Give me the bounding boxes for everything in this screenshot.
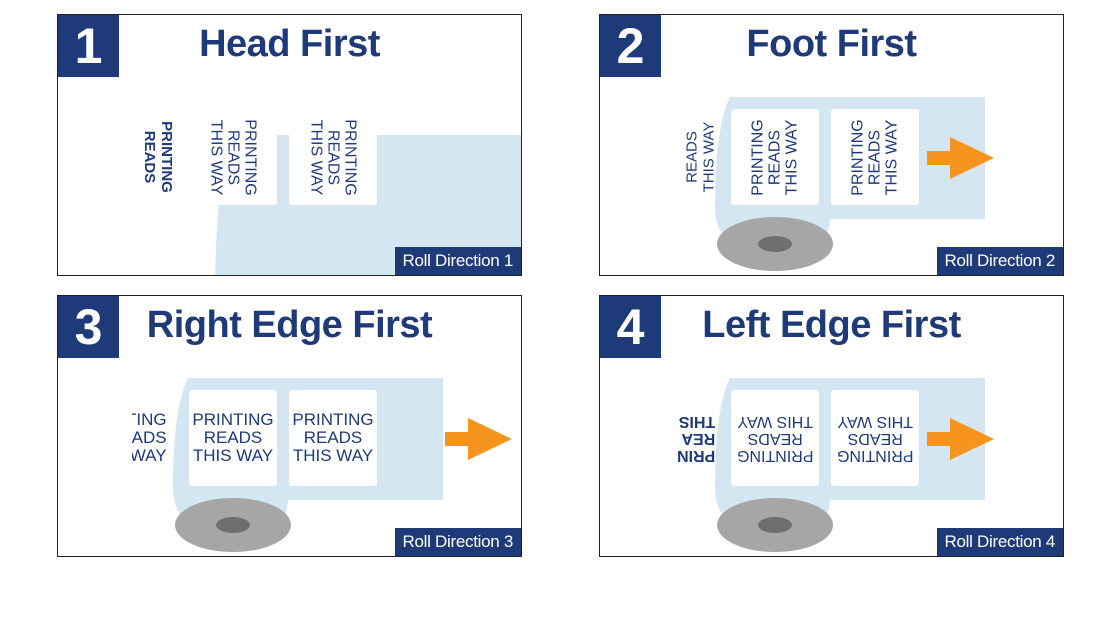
panel-title: Right Edge First: [146, 304, 433, 346]
panel-foot-first: 2 Foot First READS THIS WAY PRINTING REA…: [599, 14, 1064, 276]
label-2: PRINTING READS THIS WAY: [831, 109, 919, 205]
panel-title: Foot First: [746, 23, 917, 65]
edge-text: READS THIS WAY: [683, 121, 717, 193]
roll-edge-label: TING ADS WAY: [132, 392, 176, 484]
roll-edge-label: PRIN REA THIS: [674, 392, 718, 484]
label-text: PRINTING READS THIS WAY: [307, 118, 359, 196]
panel-number: 1: [58, 15, 119, 77]
roll-core-hole: [758, 517, 792, 533]
panel-number: 2: [600, 15, 661, 77]
edge-text: PRIN REA THIS: [676, 412, 716, 464]
label-text: PRINTING READS THIS WAY: [849, 118, 901, 196]
panel-right-edge-first: 3 Right Edge First TING ADS WAY PRINTING…: [57, 295, 522, 557]
arrow-icon: [927, 418, 994, 460]
roll-direction-badge: Roll Direction 4: [936, 528, 1063, 556]
edge-text: PRINTING READS: [141, 121, 176, 193]
edge-text: TING ADS WAY: [132, 410, 167, 465]
label-text: PRINTING READS THIS WAY: [736, 412, 814, 464]
roll-core-hole: [758, 236, 792, 252]
label-text: PRINTING READS THIS WAY: [749, 118, 801, 196]
panel-number: 3: [58, 296, 119, 358]
label-1: PRINTING READS THIS WAY: [731, 109, 819, 205]
panel-left-edge-first: 4 Left Edge First PRIN REA THIS PRINTING…: [599, 295, 1064, 557]
panel-title: Left Edge First: [702, 304, 961, 346]
label-2: PRINTING READS THIS WAY: [289, 390, 377, 486]
roll-core-hole: [216, 517, 250, 533]
label-text: PRINTING READS THIS WAY: [192, 410, 274, 465]
label-2: PRINTING READS THIS WAY: [289, 109, 377, 205]
arrow-icon: [927, 137, 994, 179]
label-text: PRINTING READS THIS WAY: [292, 410, 374, 465]
roll-edge-label: PRINTING READS: [136, 111, 180, 203]
label-text: PRINTING READS THIS WAY: [207, 118, 259, 196]
panel-head-first: 1 Head First PRINTING READS PRINTING REA…: [57, 14, 522, 276]
panel-number: 4: [600, 296, 661, 358]
panel-title: Head First: [199, 23, 380, 65]
roll-direction-badge: Roll Direction 2: [936, 247, 1063, 275]
label-1: PRINTING READS THIS WAY: [189, 390, 277, 486]
label-1: PRINTING READS THIS WAY: [731, 390, 819, 486]
label-1: PRINTING READS THIS WAY: [189, 109, 277, 205]
roll-edge-label: READS THIS WAY: [678, 111, 722, 203]
label-2: PRINTING READS THIS WAY: [831, 390, 919, 486]
roll-direction-badge: Roll Direction 1: [394, 247, 521, 275]
arrow-icon: [445, 418, 512, 460]
roll-direction-badge: Roll Direction 3: [394, 528, 521, 556]
label-text: PRINTING READS THIS WAY: [836, 412, 914, 464]
